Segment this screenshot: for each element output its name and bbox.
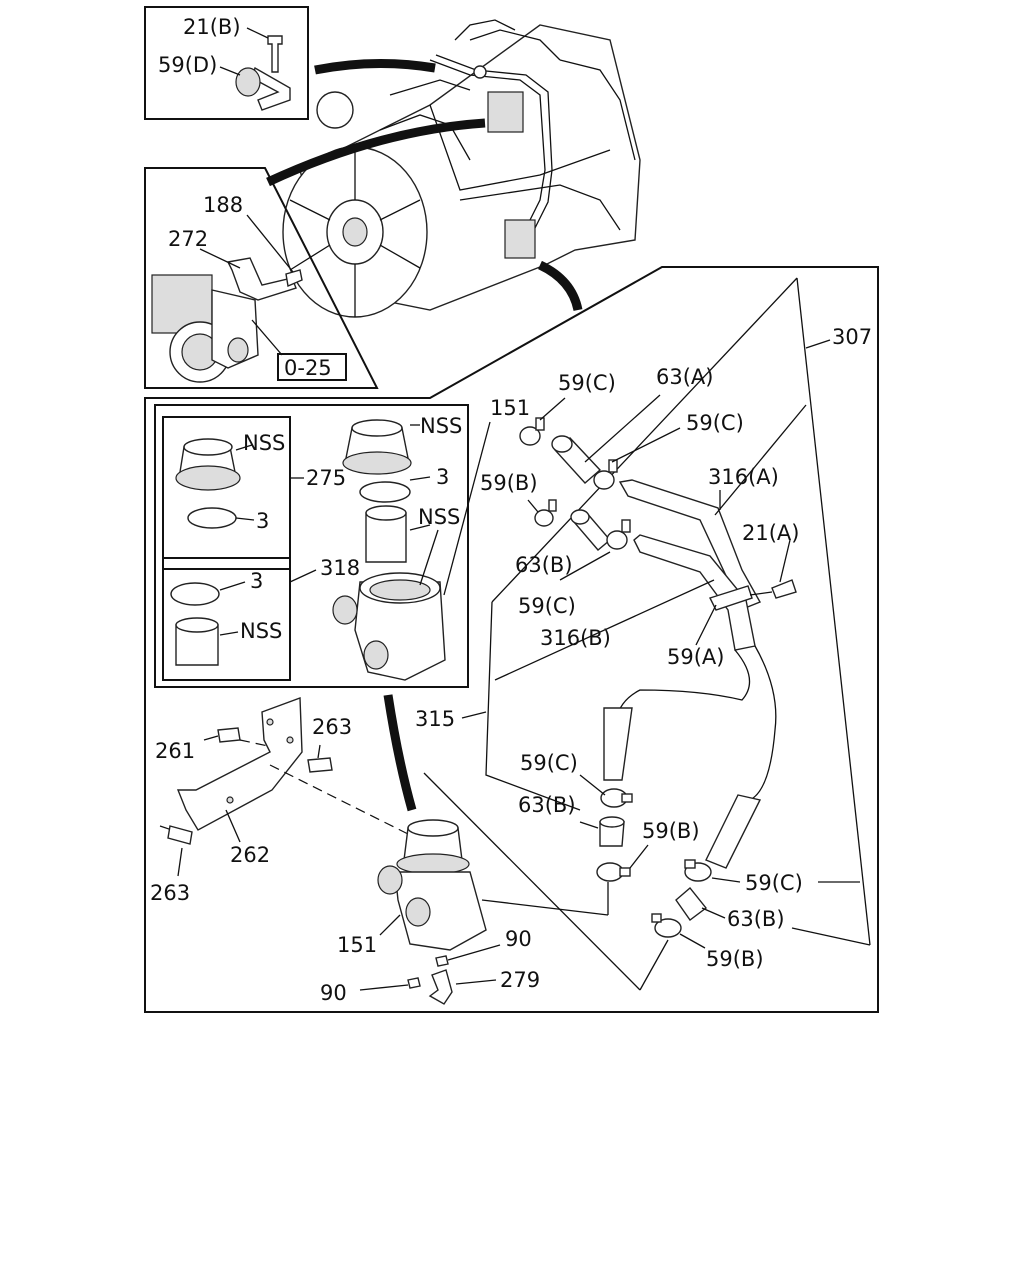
bolt-261-icon <box>217 727 241 743</box>
pointer-arrow-to-pump-box <box>537 260 583 312</box>
pump-assembly-upper <box>332 419 491 681</box>
label-316a: 316(A) <box>708 465 779 489</box>
label-59b-1: 59(B) <box>480 471 538 495</box>
label-63b-3: 63(B) <box>727 907 785 931</box>
label-316b: 316(B) <box>540 626 611 650</box>
label-0-25: 0-25 <box>284 356 332 380</box>
label-63a: 63(A) <box>656 365 713 389</box>
clamp-59c-icon <box>519 426 541 446</box>
inset-valve <box>144 167 379 389</box>
label-59c-4: 59(C) <box>520 751 578 775</box>
label-90-a: 90 <box>505 927 532 951</box>
bolt-263-a-icon <box>307 757 333 773</box>
label-3-c: 3 <box>250 569 263 593</box>
fitting-90-b-icon <box>407 977 421 989</box>
hose-279-icon <box>428 969 453 1005</box>
label-3-a: 3 <box>256 509 269 533</box>
label-59c-2: 59(C) <box>686 411 744 435</box>
label-nss-3: NSS <box>418 505 460 529</box>
label-263-a: 263 <box>312 715 352 739</box>
label-59b-3: 59(B) <box>706 947 764 971</box>
kit-318-parts <box>170 581 246 666</box>
inset-clip <box>144 6 309 120</box>
pump-body-lower-icon <box>394 871 487 951</box>
hose-end-2-icon <box>705 794 762 869</box>
clamp-59d-icon <box>235 67 261 97</box>
main-frame <box>144 266 879 1013</box>
bracket-group <box>159 697 411 877</box>
clamp-59c-3-icon <box>606 530 628 550</box>
label-275: 275 <box>306 466 346 490</box>
label-59c-1: 59(C) <box>558 371 616 395</box>
label-272: 272 <box>168 227 208 251</box>
pointer-arrow-to-pump <box>383 694 417 812</box>
label-63b-1: 63(B) <box>515 553 573 577</box>
label-nss-2: NSS <box>420 414 462 438</box>
label-188: 188 <box>203 193 243 217</box>
kit-318-box <box>162 557 291 681</box>
pointer-arrow-to-clip <box>314 58 436 75</box>
air-pump-mount-icon <box>504 219 536 259</box>
bolt-188-icon <box>285 269 303 287</box>
label-nss-4: NSS <box>240 619 282 643</box>
label-279: 279 <box>500 968 540 992</box>
pump-assembly-lower <box>359 772 669 1005</box>
pointer-arrow-to-valve <box>266 118 486 187</box>
hose-end-1-icon <box>603 707 633 781</box>
bolt-21b-icon <box>267 35 283 73</box>
service-kit-box <box>154 404 469 688</box>
label-21a: 21(A) <box>742 521 799 545</box>
clamp-59c-2-icon <box>593 470 615 490</box>
bolt-263-b-icon <box>167 825 193 845</box>
label-263-b: 263 <box>150 881 190 905</box>
kit-275-parts <box>175 438 255 529</box>
bolt-21a-icon <box>771 579 797 599</box>
label-59c-3: 59(C) <box>518 594 576 618</box>
fitting-90-a-icon <box>435 955 449 967</box>
label-151-a: 151 <box>490 396 530 420</box>
label-307: 307 <box>832 325 872 349</box>
kit-275-box <box>162 416 291 570</box>
label-261: 261 <box>155 739 195 763</box>
egr-valve-icon <box>487 91 524 133</box>
label-151-b: 151 <box>337 933 377 957</box>
label-3-b: 3 <box>436 465 449 489</box>
label-59b-2: 59(B) <box>642 819 700 843</box>
label-59d: 59(D) <box>158 53 217 77</box>
hose-63b-3-icon <box>675 886 707 921</box>
oring-3-icon <box>187 507 237 529</box>
clip-59a-icon <box>709 585 753 611</box>
hose-assembly <box>485 277 871 949</box>
bracket-262-icon <box>176 697 303 831</box>
label-59c-5: 59(C) <box>745 871 803 895</box>
clamp-59b-icon <box>534 509 554 527</box>
label-nss-1: NSS <box>243 431 285 455</box>
label-21b: 21(B) <box>183 15 241 39</box>
clamp-59b-2-icon <box>596 862 624 882</box>
oring-3-kit-icon <box>170 582 220 606</box>
ref-box-0-25 <box>277 353 347 381</box>
label-59a: 59(A) <box>667 645 724 669</box>
label-315: 315 <box>415 707 455 731</box>
label-63b-2: 63(B) <box>518 793 576 817</box>
bracket-272-icon <box>226 257 297 301</box>
clamp-59b-3-icon <box>654 918 682 938</box>
label-90-b: 90 <box>320 981 347 1005</box>
label-262: 262 <box>230 843 270 867</box>
label-318: 318 <box>320 556 360 580</box>
